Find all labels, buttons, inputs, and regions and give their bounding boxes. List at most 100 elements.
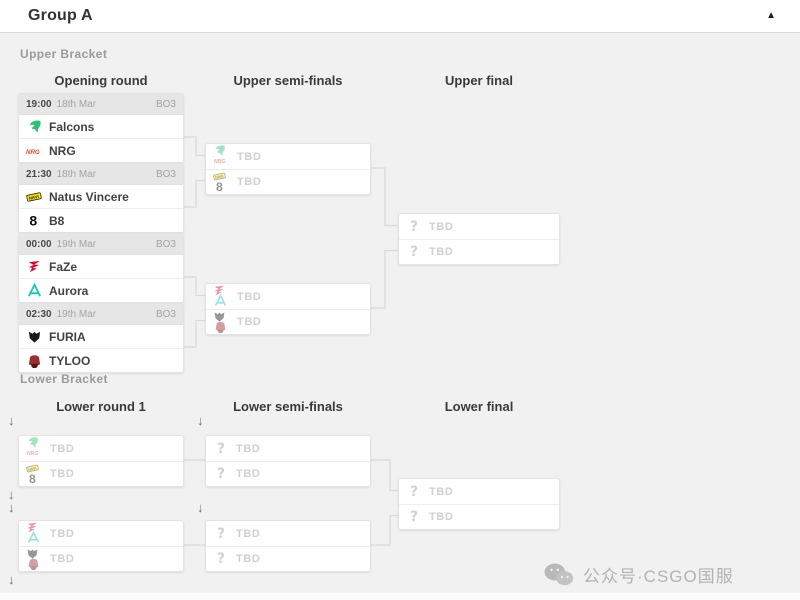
column-header-upper-semifinals: Upper semi-finals — [233, 73, 343, 88]
tbd-label: TBD — [429, 485, 454, 498]
question-icon: ? — [409, 509, 419, 525]
tbd-label: TBD — [50, 527, 75, 540]
tbd-label: TBD — [236, 468, 261, 480]
collapse-caret-icon[interactable]: ▲ — [766, 10, 776, 21]
question-icon: ? — [216, 525, 226, 542]
tbd-label: TBD — [50, 442, 75, 455]
tbd-team-row: TBD — [19, 546, 183, 571]
navi-logo: NAVI — [26, 189, 42, 205]
match-time: 19:00 — [26, 98, 52, 110]
match-date: 18th Mar — [56, 168, 97, 180]
drop-arrow-icon: ↓ — [197, 413, 204, 428]
tyloo-logo — [27, 557, 40, 570]
svg-text:8: 8 — [29, 472, 36, 485]
team-row[interactable]: NAVI Natus Vincere — [19, 184, 183, 208]
team-name: Natus Vincere — [49, 189, 129, 204]
logo-stack — [213, 310, 230, 335]
match-time: 21:30 — [26, 168, 52, 180]
logo-stack: NAVI 8 — [26, 462, 43, 487]
column-header-lower-final: Lower final — [444, 399, 514, 414]
team-row[interactable]: TYLOO — [19, 348, 183, 372]
column-header-lower-semifinals: Lower semi-finals — [233, 399, 343, 414]
svg-text:NRG: NRG — [214, 159, 225, 165]
drop-arrow-icon: ↓ — [197, 500, 204, 515]
match-card-upper-final[interactable]: ? TBD ? TBD — [398, 213, 560, 265]
match-format: BO3 — [155, 98, 176, 110]
logo-stack — [26, 547, 43, 572]
group-title: Group A — [28, 7, 93, 24]
navi-logo: NAVI — [26, 462, 39, 475]
column-header-upper-final: Upper final — [445, 73, 513, 88]
match-card-lower-sf-1[interactable]: ? TBD ? TBD — [205, 435, 371, 487]
team-name: Falcons — [49, 119, 95, 134]
match-time: 02:30 — [26, 308, 52, 320]
wechat-icon — [543, 562, 574, 587]
tbd-team-row: TBD — [19, 521, 183, 546]
b8-logo: 8 — [214, 180, 227, 193]
logo-stack: NRG — [26, 436, 43, 461]
match-card-opening-4[interactable]: 02:30 19th Mar BO3 FURIA TYLOO — [18, 303, 184, 373]
aurora-logo — [214, 294, 227, 307]
tbd-team-row: TBD — [206, 284, 370, 309]
group-header[interactable]: Group A ▲ — [0, 0, 800, 33]
match-header: 00:00 19th Mar BO3 — [19, 234, 183, 254]
team-name: FaZe — [49, 259, 78, 274]
logo-stack — [26, 521, 43, 546]
match-header: 19:00 18th Mar BO3 — [19, 94, 183, 114]
tbd-team-row: ? TBD — [399, 239, 559, 264]
match-date: 18th Mar — [56, 98, 97, 110]
question-icon: ? — [216, 466, 226, 482]
match-card-lower-r1-2[interactable]: TBD TBD — [18, 520, 184, 572]
svg-text:8: 8 — [29, 213, 37, 228]
tbd-team-row: NRG TBD — [206, 144, 370, 169]
team-row[interactable]: Falcons — [19, 114, 183, 138]
drop-arrow-icon: ↓ — [8, 487, 15, 502]
tbd-label: TBD — [237, 176, 262, 188]
match-format: BO3 — [155, 238, 176, 250]
falcons-logo — [26, 436, 39, 449]
column-header-opening-round: Opening round — [54, 73, 148, 88]
team-name: Aurora — [49, 283, 89, 298]
match-header: 02:30 19th Mar BO3 — [19, 304, 183, 324]
team-row[interactable]: 8 B8 — [19, 208, 183, 232]
tbd-label: TBD — [50, 553, 75, 565]
tbd-team-row: NRG TBD — [19, 436, 183, 461]
match-card-opening-3[interactable]: 00:00 19th Mar BO3 FaZe Aurora — [18, 233, 184, 303]
team-name: TYLOO — [49, 353, 91, 368]
team-row[interactable]: FURIA — [19, 324, 183, 348]
tbd-label: TBD — [236, 527, 261, 540]
match-card-upper-sf-2[interactable]: TBD TBD — [205, 283, 371, 335]
logo-stack: NAVI 8 — [213, 170, 230, 195]
svg-text:NRG: NRG — [26, 149, 40, 156]
match-card-lower-sf-2[interactable]: ? TBD ? TBD — [205, 520, 371, 572]
match-header: 21:30 18th Mar BO3 — [19, 164, 183, 184]
team-name: NRG — [49, 143, 76, 158]
svg-text:NAVI: NAVI — [28, 466, 37, 472]
logo-stack: NRG — [213, 144, 230, 169]
match-card-opening-1[interactable]: 19:00 18th Mar BO3 Falcons NRG NRG — [18, 93, 184, 163]
team-row[interactable]: Aurora — [19, 278, 183, 302]
match-card-upper-sf-1[interactable]: NRG TBD NAVI 8 TBD — [205, 143, 371, 195]
column-header-lower-round-1: Lower round 1 — [56, 399, 146, 414]
match-card-lower-r1-1[interactable]: NRG TBD NAVI 8 TBD — [18, 435, 184, 487]
drop-arrow-icon: ↓ — [8, 572, 15, 587]
tbd-label: TBD — [236, 553, 261, 565]
match-card-lower-final[interactable]: ? TBD ? TBD — [398, 478, 560, 530]
drop-arrow-icon: ↓ — [8, 500, 15, 515]
tbd-label: TBD — [237, 316, 262, 328]
svg-text:8: 8 — [216, 180, 223, 193]
question-icon: ? — [409, 483, 419, 500]
match-date: 19th Mar — [56, 308, 97, 320]
tbd-label: TBD — [237, 290, 262, 303]
match-format: BO3 — [155, 168, 176, 180]
b8-logo: 8 — [27, 472, 40, 485]
team-row[interactable]: NRG NRG — [19, 138, 183, 162]
question-icon: ? — [216, 551, 226, 567]
tbd-team-row: ? TBD — [206, 461, 370, 486]
nrg-logo: NRG — [26, 143, 42, 159]
upper-bracket-label: Upper Bracket — [20, 47, 108, 61]
team-row[interactable]: FaZe — [19, 254, 183, 278]
question-icon: ? — [216, 440, 226, 457]
match-card-opening-2[interactable]: 21:30 18th Mar BO3 NAVI Natus Vincere 8 … — [18, 163, 184, 233]
